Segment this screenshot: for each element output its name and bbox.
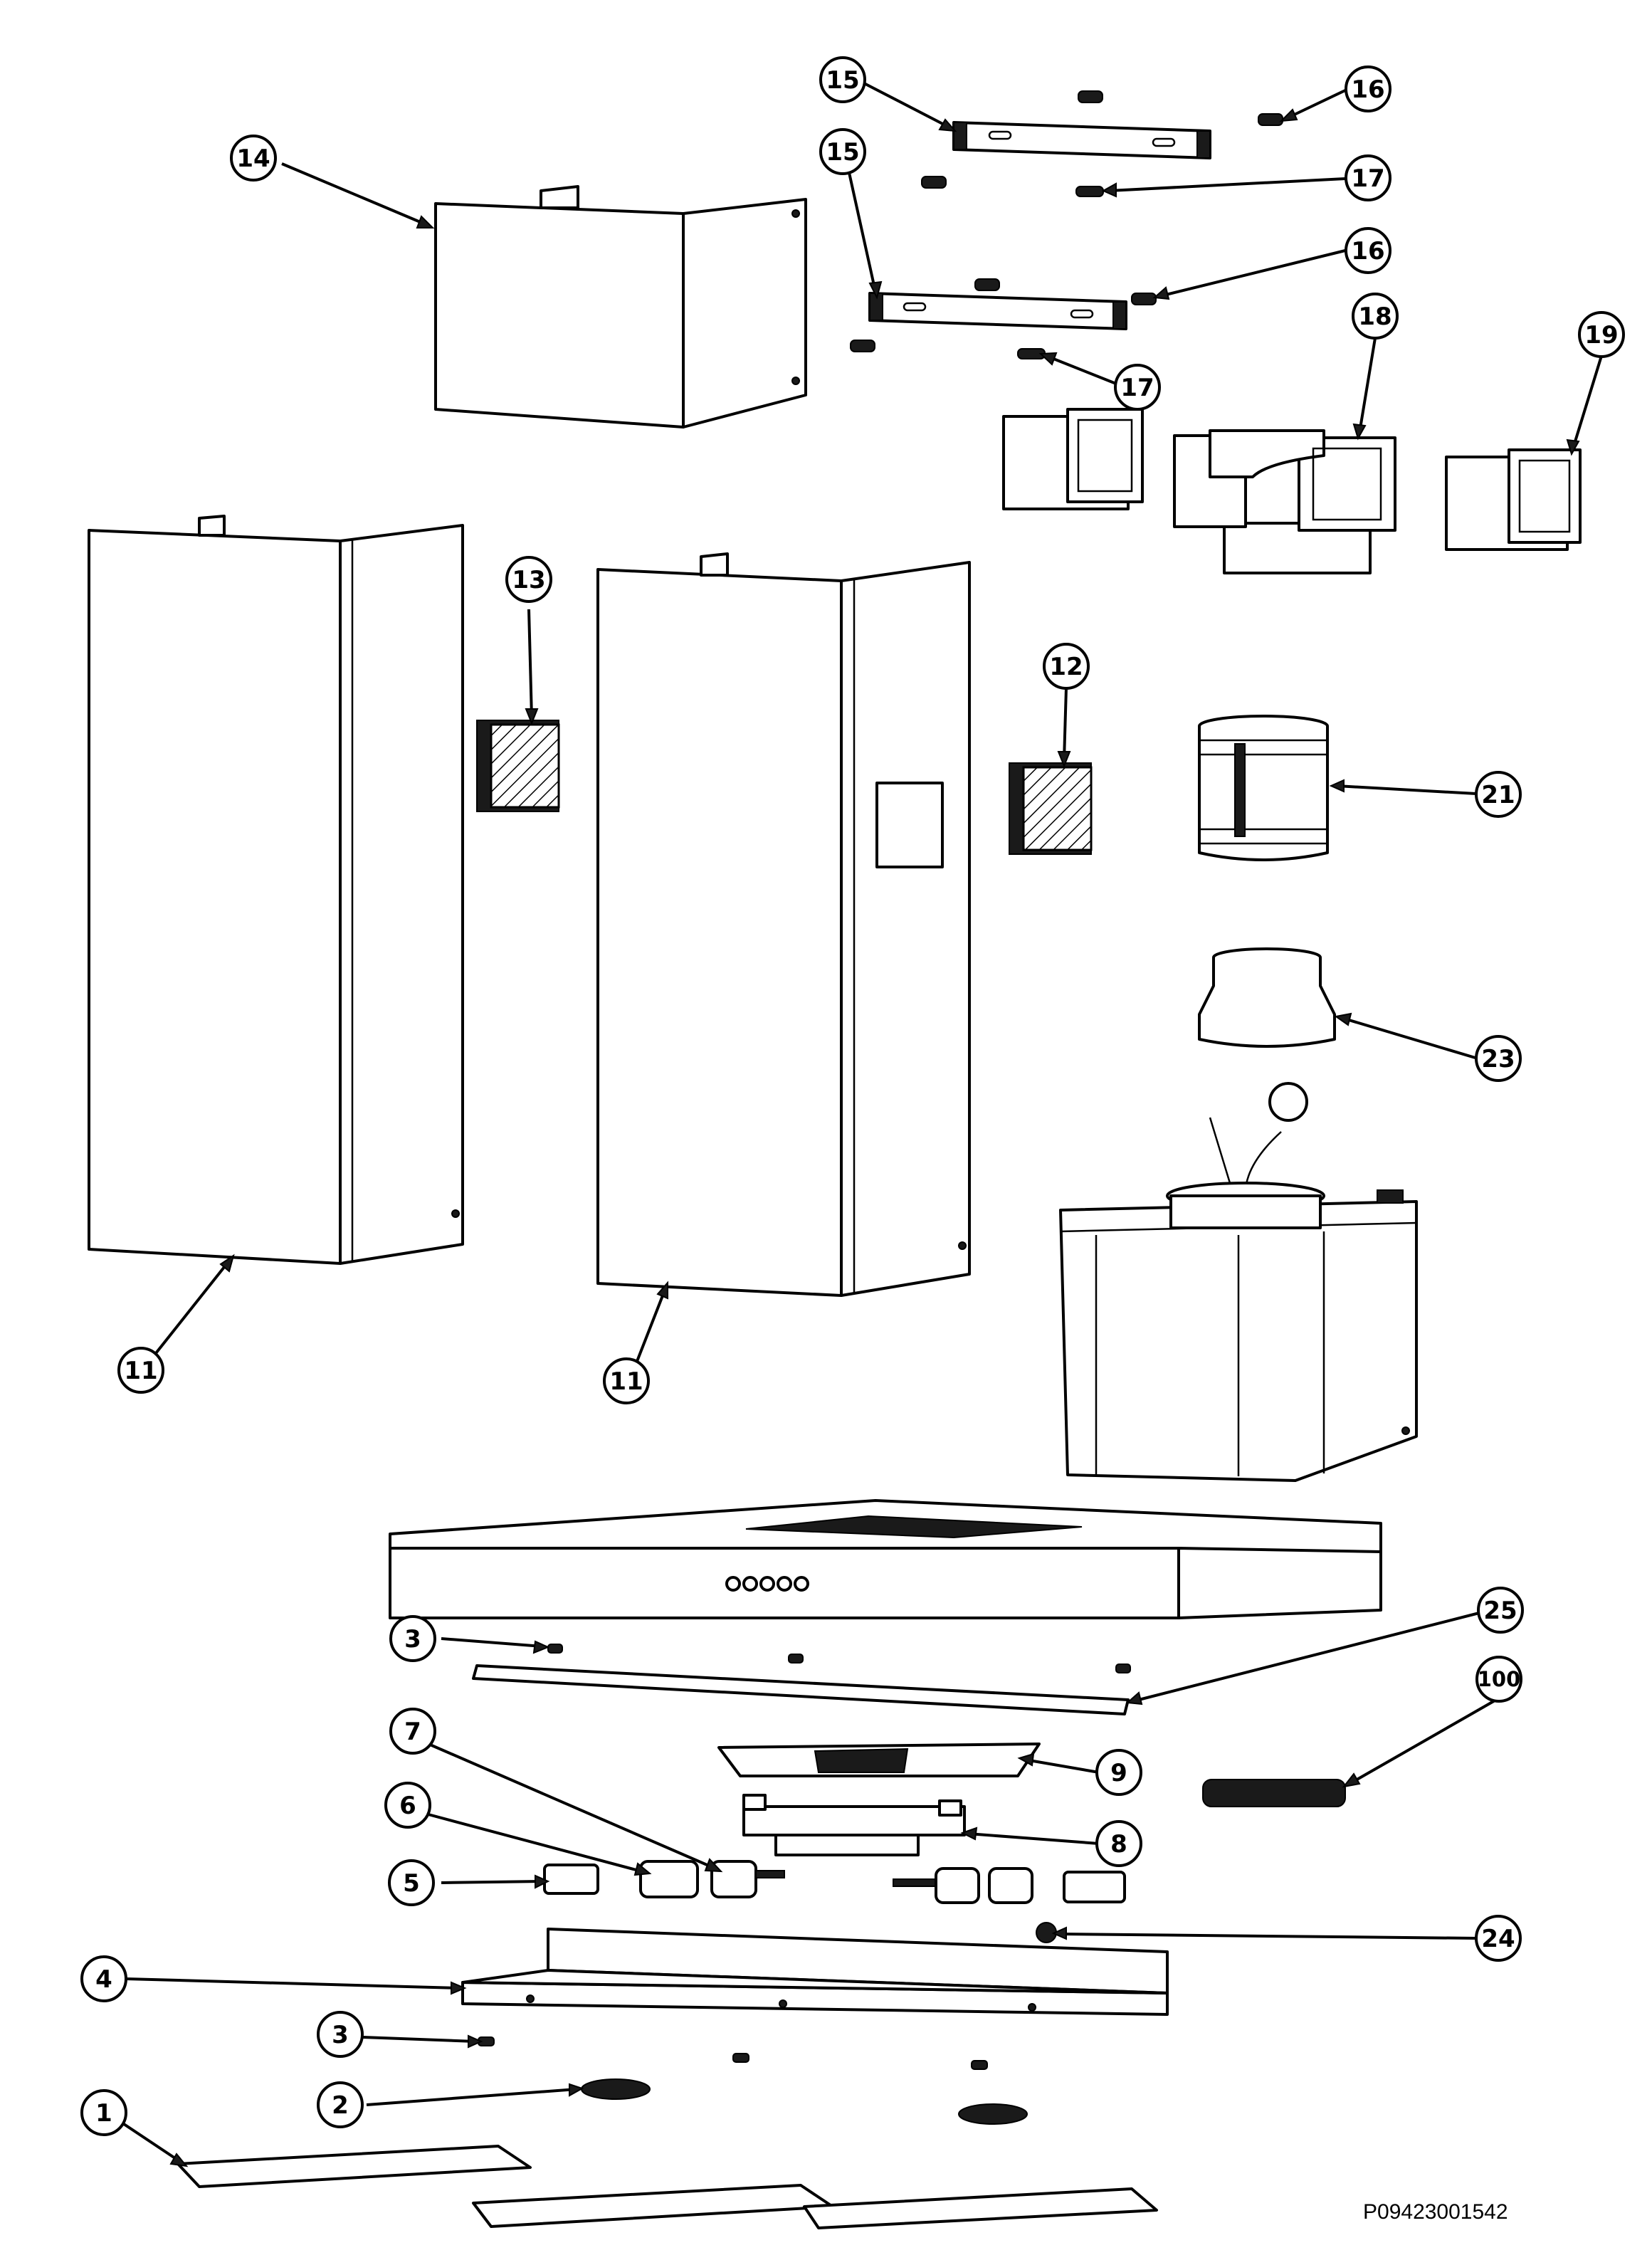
switch-bracket-8 [742, 1794, 966, 1856]
callout-7: 7 [389, 1708, 436, 1755]
callout-3-lower: 3 [317, 2011, 364, 2058]
callout-5: 5 [388, 1859, 435, 1906]
callout-15-lower: 15 [819, 128, 866, 175]
svg-text:24: 24 [1481, 1925, 1515, 1953]
duct-connector-left [1002, 408, 1144, 510]
non-return-damper [1198, 715, 1329, 861]
svg-text:9: 9 [1110, 1759, 1127, 1787]
duct-connector-t-piece [1173, 429, 1396, 574]
svg-text:11: 11 [609, 1367, 643, 1396]
callout-100: 100 [1475, 1656, 1522, 1703]
svg-text:11: 11 [124, 1357, 157, 1385]
screws-16-17 [850, 90, 1283, 359]
knobs-row [543, 1860, 1126, 1943]
svg-text:100: 100 [1478, 1667, 1521, 1691]
callout-1: 1 [80, 2089, 127, 2136]
control-board-9 [717, 1743, 1041, 1777]
svg-text:3: 3 [404, 1625, 421, 1654]
callout-11-left: 11 [117, 1347, 164, 1394]
light-rail [472, 1644, 1131, 1715]
leader-lines [122, 82, 1603, 2167]
callouts: 15 16 15 17 14 16 18 19 [80, 56, 1625, 2136]
svg-text:2: 2 [332, 2091, 349, 2120]
motor-unit [1059, 1082, 1418, 1482]
svg-text:23: 23 [1481, 1045, 1515, 1073]
svg-text:15: 15 [826, 66, 859, 95]
led-module-100 [1202, 1779, 1346, 1807]
callout-19: 19 [1578, 311, 1625, 358]
svg-text:15: 15 [826, 138, 859, 167]
callout-15-upper: 15 [819, 56, 866, 103]
mounting-bracket-upper [952, 121, 1211, 159]
svg-text:4: 4 [95, 1965, 112, 1994]
callout-24: 24 [1475, 1915, 1522, 1962]
callout-18: 18 [1352, 293, 1399, 340]
callout-13: 13 [505, 556, 552, 603]
callout-6: 6 [384, 1782, 431, 1829]
callout-4: 4 [80, 1955, 127, 2002]
svg-text:7: 7 [404, 1718, 421, 1746]
lamps-and-screws [478, 2036, 1028, 2125]
svg-text:16: 16 [1351, 237, 1384, 266]
svg-text:19: 19 [1584, 321, 1618, 349]
duct-connector-right [1445, 448, 1582, 551]
duct-reducer [1198, 947, 1336, 1048]
carbon-filter-13 [476, 720, 560, 812]
svg-text:12: 12 [1049, 653, 1083, 681]
callout-3-upper: 3 [389, 1615, 436, 1662]
callout-16-upper: 16 [1345, 65, 1391, 112]
drawing-code: P09423001542 [1363, 2200, 1508, 2224]
callout-17-upper: 17 [1345, 154, 1391, 201]
callout-17-lower: 17 [1114, 364, 1161, 411]
hood-body [389, 1499, 1382, 1619]
svg-text:17: 17 [1120, 374, 1154, 402]
svg-text:18: 18 [1358, 303, 1391, 331]
svg-text:1: 1 [95, 2099, 112, 2128]
chimney-right [596, 552, 971, 1297]
chimney-left [88, 515, 464, 1265]
svg-text:16: 16 [1351, 75, 1384, 104]
chimney-upper-small [434, 185, 807, 429]
mounting-bracket-lower [868, 292, 1127, 330]
callout-9: 9 [1095, 1749, 1142, 1796]
svg-text:3: 3 [332, 2021, 349, 2049]
callout-2: 2 [317, 2081, 364, 2128]
callout-21: 21 [1475, 771, 1522, 818]
callout-14: 14 [230, 135, 277, 182]
grease-filters-1 [177, 2145, 1158, 2229]
svg-text:17: 17 [1351, 164, 1384, 193]
callout-16-lower: 16 [1345, 227, 1391, 274]
filter-frame-4 [461, 1928, 1169, 2016]
svg-text:5: 5 [403, 1869, 420, 1898]
svg-text:14: 14 [236, 144, 270, 173]
svg-text:21: 21 [1481, 781, 1515, 809]
carbon-filter-12 [1009, 762, 1093, 855]
svg-text:8: 8 [1110, 1830, 1127, 1859]
callout-25: 25 [1477, 1587, 1524, 1634]
svg-text:6: 6 [399, 1792, 416, 1820]
callout-11-right: 11 [603, 1357, 650, 1404]
callout-12: 12 [1043, 643, 1090, 690]
svg-text:25: 25 [1483, 1597, 1517, 1625]
callout-23: 23 [1475, 1035, 1522, 1082]
svg-text:13: 13 [512, 566, 545, 594]
parts-layer [88, 90, 1582, 2229]
callout-8: 8 [1095, 1820, 1142, 1867]
